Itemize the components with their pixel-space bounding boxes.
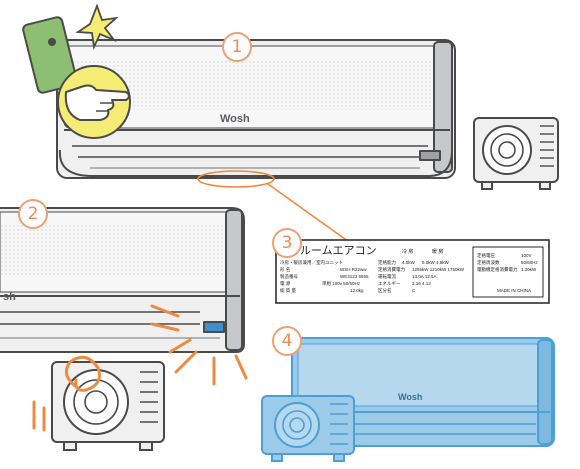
brand-logo-bottom: Wosh [398,392,422,402]
nameplate-cell: 運転電流 [378,274,396,279]
nameplate-right-label: 電動機定格消費電力 [477,267,518,272]
nameplate-right-panel [472,246,544,298]
step-badge-2: 2 [18,199,48,229]
nameplate-marker [197,170,275,188]
nameplate-cell: 形 名 [280,267,291,272]
brand-logo-top: Wosh [220,113,250,125]
nameplate-cell: 冷房・暖房兼用／室内ユニット [280,260,343,265]
nameplate-col-cooling: 冷 房 [402,249,414,255]
nameplate-col-heating: 暖 房 [432,249,444,255]
nameplate-cell: 13.0A 12.5A [412,274,437,279]
brand-logo-left: sh [3,291,16,303]
nameplate-cell: 製造番号 [280,274,298,279]
nameplate-cell: C [412,288,416,293]
remote-control-icon [22,16,78,94]
nameplate-cell: エネルギー [378,281,401,286]
indoor-unit-top [56,39,456,179]
nameplate-cell: 総 質 量 [280,288,297,293]
indoor-unit-left [0,207,245,353]
nameplate-cell: 12.0kg [350,288,364,293]
sparkle-icon [75,3,119,51]
nameplate [275,239,550,304]
nameplate-cell: 1265kW 1210kW 1750kW [412,267,465,272]
nameplate-right-label: 定格電圧 [477,253,495,258]
nameplate-cell: 4.0kW [402,260,415,265]
step-badge-4: 4 [272,326,302,356]
nameplate-right-value: 50/60Hz [521,260,538,265]
nameplate-cell: 3.16 4.13 [412,281,431,286]
nameplate-cell: 電 源 [280,281,291,286]
shake-marks [32,400,46,432]
step-badge-1: 1 [222,32,252,62]
nameplate-cell: 5.0kW 4.9kW [422,260,449,265]
callout-line [267,183,353,245]
nameplate-cell: 定格消費電力 [378,267,405,272]
nameplate-cell: 単相 100v 50/60Hz [322,281,361,286]
spin-swirl-icon [64,355,101,392]
outdoor-unit-top [473,117,559,190]
nameplate-cell: 定格能力 [378,260,396,265]
nameplate-right-value: 1.20kW [521,267,537,272]
pointing-hand-icon [57,65,131,139]
step-badge-3: 3 [272,228,302,258]
alert-lines [150,304,248,386]
indoor-unit-blue [291,337,555,447]
outdoor-unit-blue [261,395,355,462]
nameplate-right-value: 100V [521,253,532,258]
nameplate-made-in: MADE IN CHINA [497,288,532,293]
nameplate-cell: WE3123 5555 [340,274,369,279]
nameplate-title: ルームエアコン [300,245,377,257]
nameplate-cell: WSH R22ww [340,267,367,272]
nameplate-cell: 区分名 [378,288,392,293]
outdoor-unit-left [51,361,165,451]
nameplate-right-label: 定格周波数 [477,260,500,265]
